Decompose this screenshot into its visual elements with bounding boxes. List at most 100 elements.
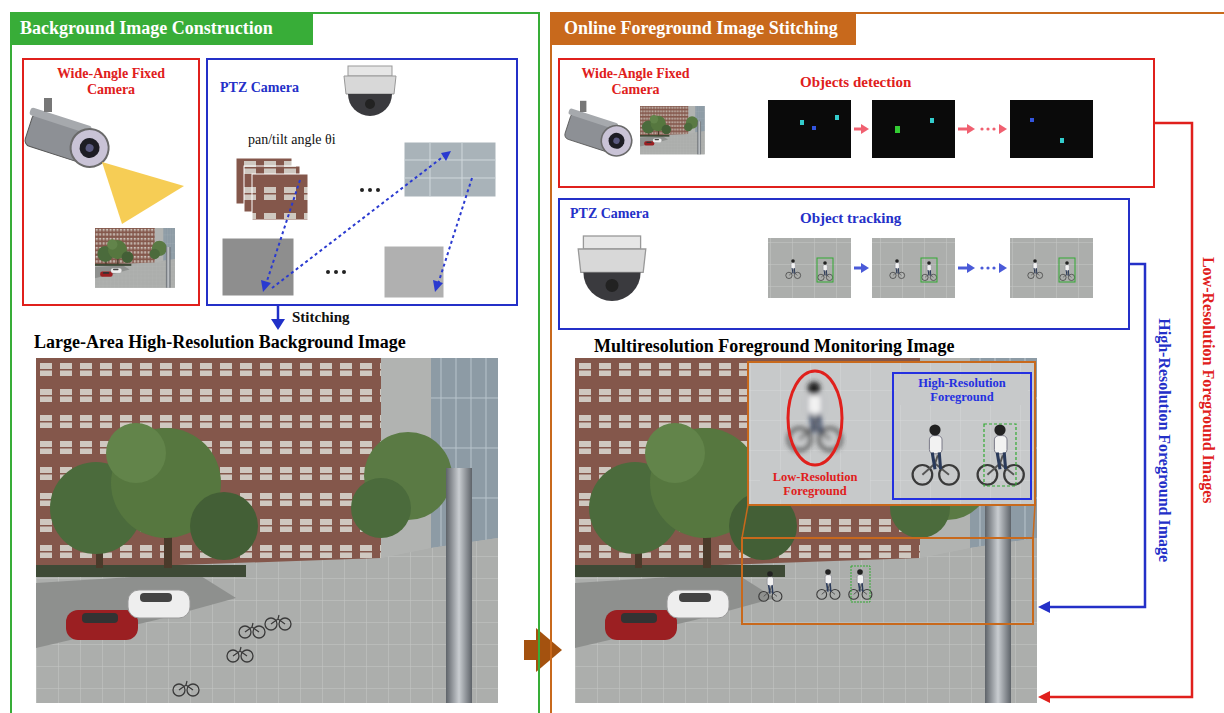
camera-box: PTZ Camera pan/tilt angle θi (206, 58, 518, 306)
illustration-part (19, 98, 114, 172)
image-region: Multiresolution Foreground Monitoring Im… (570, 334, 1038, 706)
illustration-part (36, 358, 498, 703)
camera-box: Wide-Angle Fixed Camera Objects detection (558, 58, 1155, 188)
ellipse-outline (788, 371, 842, 465)
illustration-part (986, 266, 989, 269)
monitoring-photo (575, 358, 1037, 703)
illustration-part (334, 270, 338, 274)
illustration-part (849, 569, 872, 599)
step-label: Object tracking (800, 210, 901, 227)
illustration-part (578, 236, 646, 301)
illustration-part (999, 124, 1007, 134)
arrow-head (1038, 601, 1050, 613)
illustration-part (984, 424, 1016, 486)
illustration-part (404, 142, 496, 197)
illustration-part (102, 162, 184, 224)
illustration-part (890, 259, 905, 278)
illustration-part (854, 267, 862, 270)
illustration-part (640, 106, 705, 154)
box-label: Wide-Angle Fixed Camera (44, 66, 178, 98)
ellipse-marker: Low-Resolution Foreground (760, 368, 876, 502)
illustration-part (441, 151, 451, 161)
highlight-box: High-Resolution Foreground (892, 372, 1032, 500)
marker-label: High-Resolution Foreground (896, 376, 1028, 405)
illustration-part (958, 128, 968, 131)
illustration-part (404, 142, 496, 197)
panel-heading: Background Image Construction (10, 12, 313, 45)
illustration-part (800, 120, 804, 125)
illustration-part (344, 66, 396, 116)
box-label: PTZ Camera (570, 206, 649, 222)
illustration-part (851, 566, 870, 602)
marker-label: Low-Resolution Foreground (760, 470, 870, 499)
illustration-part (759, 571, 782, 601)
illustration-part (266, 180, 300, 284)
camera-box: Wide-Angle Fixed Camera (22, 58, 200, 306)
illustration-part (930, 118, 934, 123)
illustration-part (967, 124, 975, 134)
illustration-part (575, 358, 1037, 703)
connector-arrow (1038, 123, 1192, 703)
illustration-part (921, 258, 937, 282)
box-label: Wide-Angle Fixed Camera (568, 66, 703, 98)
illustration-part (272, 156, 444, 288)
edge-label: High-Resolution Foreground Image (1155, 318, 1173, 562)
illustration-part (742, 538, 1033, 624)
illustration-part (818, 261, 833, 280)
angle-label: pan/tilt angle θi (248, 132, 336, 148)
illustration-part (1030, 118, 1034, 122)
edge-label: Low-Resolution Foreground Images (1199, 257, 1217, 504)
illustration-part (872, 100, 955, 158)
panel: Background Image ConstructionWide-Angle … (10, 12, 540, 713)
illustration-part (835, 115, 839, 120)
illustration-part (958, 267, 968, 270)
illustration-part (239, 623, 265, 638)
illustration-part (560, 101, 636, 160)
connector-arrow (524, 628, 562, 672)
illustration-part (326, 270, 330, 274)
illustration-part (360, 188, 364, 192)
illustration-part (980, 127, 983, 130)
illustration-part (748, 362, 1035, 505)
illustration-part (438, 178, 472, 284)
illustration-part (992, 266, 995, 269)
illustration-part (895, 126, 900, 133)
illustration-part (980, 266, 983, 269)
illustration-part (872, 238, 955, 298)
connector-arrow (271, 306, 285, 330)
illustration-part (999, 263, 1007, 273)
image-region: Large-Area High-Resolution Background Im… (26, 330, 510, 705)
wide-camera-illustration (19, 98, 184, 288)
image-heading: Large-Area High-Resolution Background Im… (34, 332, 406, 353)
illustration-part (433, 280, 443, 292)
illustration-part (817, 258, 833, 282)
illustration-part (913, 424, 959, 484)
edge-label: Stitching (292, 309, 350, 326)
illustration-part (95, 228, 175, 288)
illustration-part (265, 615, 291, 630)
illustration-part (1060, 138, 1064, 143)
step-label: Objects detection (800, 74, 911, 91)
illustration-part (812, 126, 816, 130)
illustration-part (786, 259, 801, 278)
illustration-part (342, 270, 346, 274)
illustration-part (742, 505, 748, 538)
illustration-part (788, 382, 841, 451)
illustration-part (768, 100, 851, 158)
illustration-part (788, 382, 841, 451)
illustration-part (986, 127, 989, 130)
camera-box: PTZ Camera Object tracking (558, 198, 1130, 330)
illustration-part (1059, 258, 1075, 282)
box-label: PTZ Camera (220, 80, 299, 96)
tracking-illustration (578, 236, 1093, 301)
illustration-part (854, 128, 862, 131)
connector-line (1046, 123, 1192, 697)
detection-illustration (560, 100, 1093, 160)
image-heading: Multiresolution Foreground Monitoring Im… (594, 336, 955, 357)
illustration-part (861, 263, 869, 273)
illustration-part (1010, 238, 1093, 298)
illustration-part (227, 647, 253, 662)
illustration-part (922, 261, 937, 280)
